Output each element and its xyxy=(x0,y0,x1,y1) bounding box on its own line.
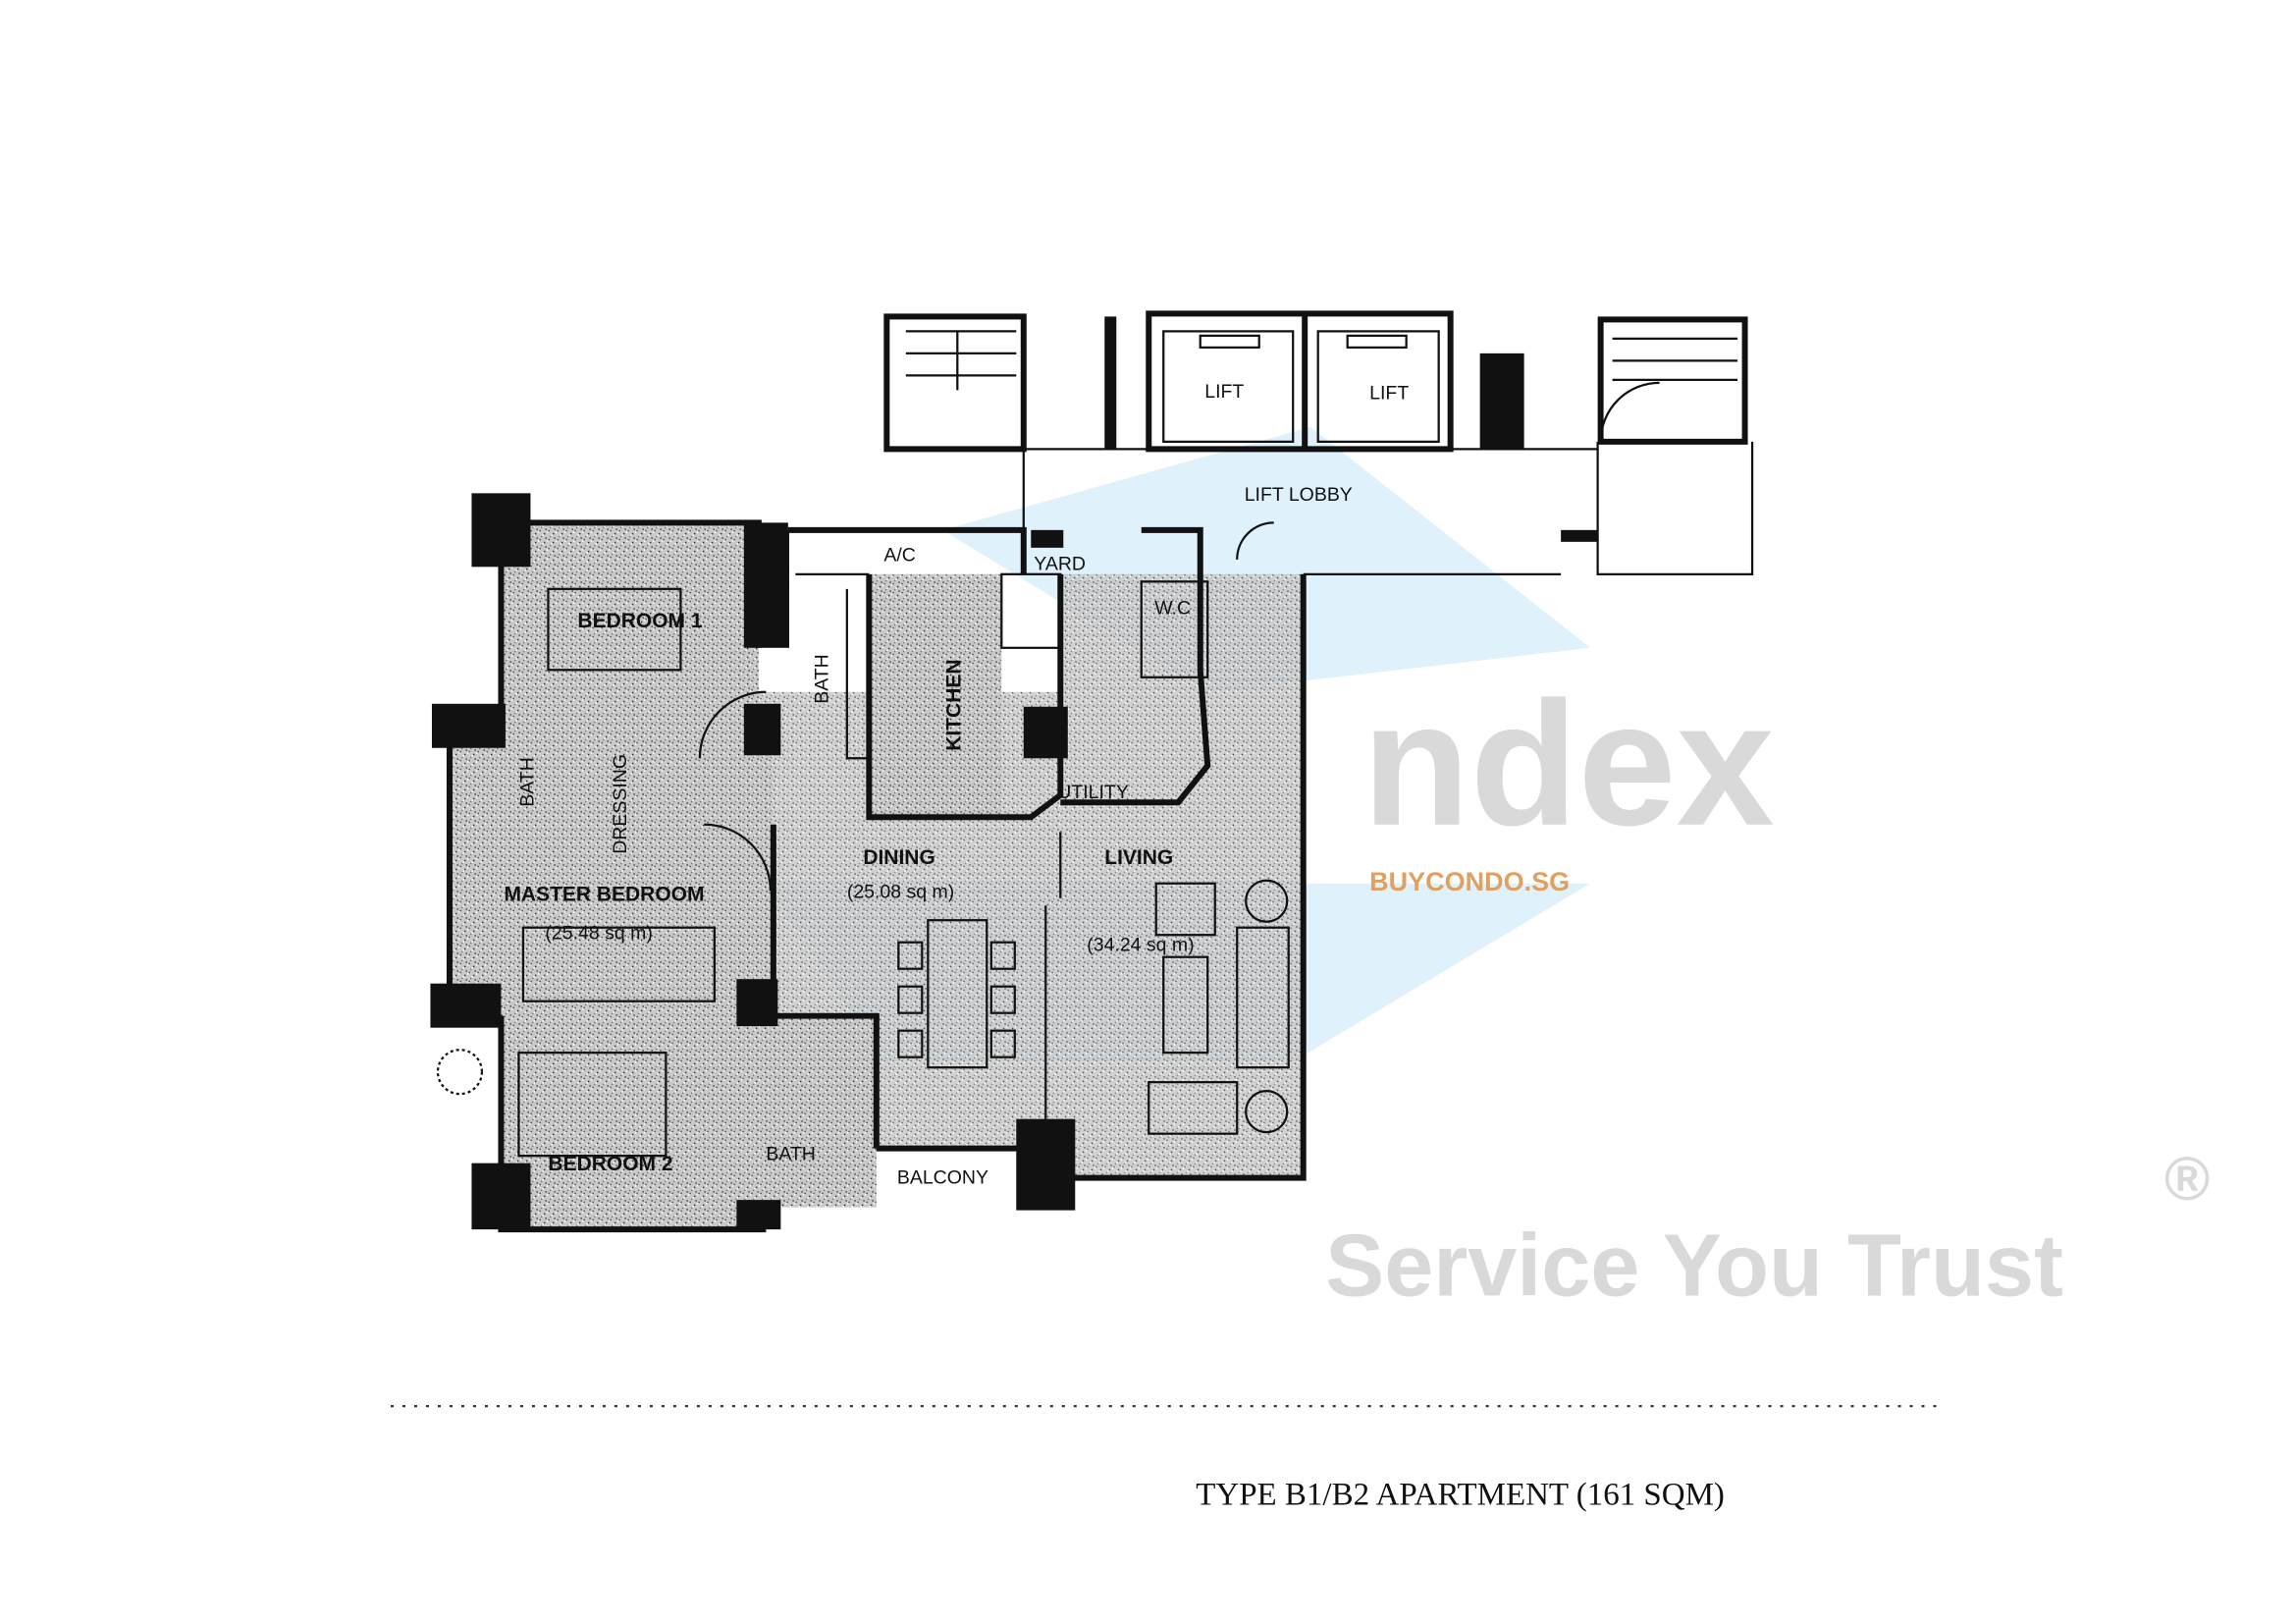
label-dressing: DRESSING xyxy=(610,754,631,854)
apartment-walls xyxy=(430,493,1307,1233)
label-living: LIVING xyxy=(1104,846,1173,869)
label-dining-area: (25.08 sq m) xyxy=(847,882,954,903)
label-master-bath: BATH xyxy=(516,757,538,807)
label-lift-2: LIFT xyxy=(1369,382,1409,404)
label-wc: W.C xyxy=(1154,597,1191,619)
label-bath-1: BATH xyxy=(811,654,832,704)
label-dining: DINING xyxy=(863,846,934,869)
label-bath-2: BATH xyxy=(766,1144,816,1165)
label-bedroom-2: BEDROOM 2 xyxy=(548,1153,672,1175)
label-ac: A/C xyxy=(883,544,915,566)
label-master-bedroom: MASTER BEDROOM xyxy=(504,884,704,906)
label-kitchen: KITCHEN xyxy=(942,660,965,751)
label-yard: YARD xyxy=(1034,553,1086,574)
watermark-site: BUYCONDO.SG xyxy=(1369,867,1570,896)
watermark-registered: ® xyxy=(2164,1145,2210,1214)
label-living-area: (34.24 sq m) xyxy=(1087,935,1194,956)
label-lift-lobby: LIFT LOBBY xyxy=(1245,484,1353,506)
plan-caption: TYPE B1/B2 APARTMENT (161 SQM) xyxy=(1196,1478,1725,1513)
label-master-bedroom-area: (25.48 sq m) xyxy=(545,923,652,945)
label-utility: UTILITY xyxy=(1057,782,1129,803)
furniture xyxy=(436,521,1290,1158)
label-bedroom-1: BEDROOM 1 xyxy=(577,610,702,632)
watermark-tagline: Service You Trust xyxy=(1325,1218,2063,1316)
lift-core xyxy=(883,310,1754,575)
label-lift-1: LIFT xyxy=(1204,381,1244,403)
watermark-brand: ndex xyxy=(1362,666,1775,863)
room-labels: LIFT LIFT LIFT LOBBY A/C YARD W.C BEDROO… xyxy=(504,381,1409,1189)
label-balcony: BALCONY xyxy=(897,1167,988,1189)
